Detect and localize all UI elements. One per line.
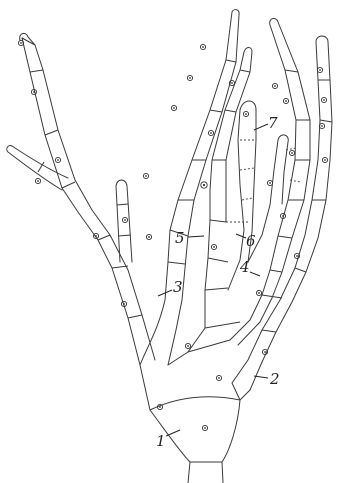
label-1-text: 1: [156, 432, 166, 450]
nucleus: [321, 97, 326, 102]
main-stalk: [140, 365, 240, 483]
nucleus: [283, 98, 288, 103]
nucleus: [289, 150, 294, 155]
label-4: 4: [239, 258, 260, 276]
nucleus: [256, 290, 261, 295]
left-branch: [7, 33, 155, 365]
nucleus: [243, 111, 248, 116]
nucleus: [216, 375, 221, 380]
nucleus: [185, 343, 190, 348]
nucleus: [187, 75, 192, 80]
label-3-text: 3: [173, 278, 183, 296]
nucleus: [202, 425, 207, 430]
nucleus: [55, 157, 60, 162]
nucleus: [211, 244, 216, 249]
nucleus: [122, 217, 127, 222]
nucleus: [146, 234, 151, 239]
label-5: 5: [175, 229, 204, 247]
central-left-filament: [140, 10, 239, 365]
nucleus: [272, 83, 277, 88]
nucleus: [322, 157, 327, 162]
label-2-text: 2: [269, 370, 280, 388]
cell-nuclei: [18, 40, 327, 430]
nucleus: [267, 180, 272, 185]
nucleus: [208, 130, 213, 135]
label-5-text: 5: [175, 229, 185, 247]
label-1: 1: [156, 430, 180, 450]
nucleus: [200, 44, 205, 49]
label-4-text: 4: [239, 258, 250, 276]
label-6-text: 6: [246, 232, 256, 250]
central-cluster: [168, 18, 310, 365]
nucleus: [171, 105, 176, 110]
small-branch: [116, 180, 132, 262]
nucleus: [143, 173, 148, 178]
nucleus: [201, 182, 207, 188]
label-6: 6: [236, 232, 256, 250]
label-3: 3: [158, 278, 183, 296]
label-7: 7: [254, 114, 278, 132]
nucleus: [317, 67, 322, 72]
label-7-text: 7: [268, 114, 278, 132]
nucleus: [35, 178, 40, 183]
